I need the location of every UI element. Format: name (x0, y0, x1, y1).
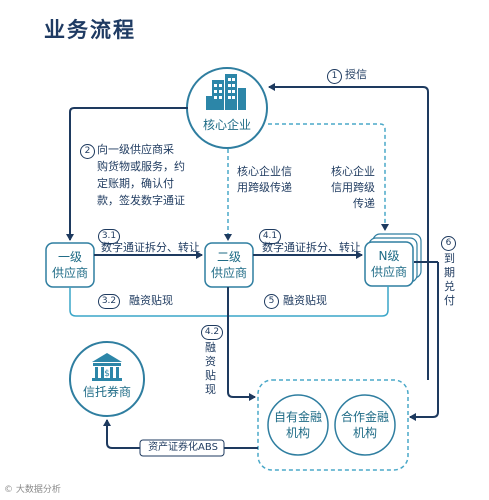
step31-number: 3.1 (98, 229, 120, 244)
step31-text: 数字通证拆分、转让 (101, 241, 200, 254)
core-label: 核心企业 (202, 118, 251, 132)
step42-text: 融 资 贴 现 (205, 341, 216, 396)
partner-fin-circle (334, 394, 396, 456)
step5-text: 融资贴现 (283, 294, 327, 307)
tierN-label: N级 供应商 (370, 249, 407, 279)
tierN-box (364, 241, 414, 287)
arrow-step2 (66, 107, 188, 241)
step41-text: 数字通证拆分、转让 (262, 241, 361, 254)
partner-fin-label: 合作金融 机构 (340, 410, 389, 440)
finance-group-box (257, 379, 409, 471)
abs-label-box (139, 439, 225, 457)
step2-text: 向一级供应商采 购货物或服务，约 定账期，确认付 款，签发数字通证 (97, 143, 185, 207)
page-title: 业务流程 (44, 18, 136, 42)
step32-number: 3.2 (98, 294, 120, 309)
step42-number: 4.2 (201, 325, 223, 340)
watermark: © 大数据分析 (4, 485, 61, 495)
own-fin-circle (267, 394, 329, 456)
tier1-label: 一级 供应商 (51, 250, 88, 280)
arrow-step1 (268, 83, 429, 380)
abs-label: 资产证券化ABS (148, 442, 218, 453)
trust-label: 信托券商 (82, 385, 131, 399)
arrow-step42 (227, 287, 256, 401)
arrow-abs (103, 419, 258, 449)
step41-number: 4.1 (259, 229, 281, 244)
bank-icon (92, 353, 122, 381)
step1-text: 授信 (345, 68, 367, 81)
step1-number: 1 (327, 69, 342, 84)
step6-text: 到 期 兑 付 (444, 252, 455, 307)
step6-number: 6 (441, 236, 456, 251)
step2-number: 2 (80, 144, 95, 159)
svg-text:$: $ (104, 369, 110, 379)
credit-transfer-left: 核心企业信 用跨级传递 (237, 165, 292, 194)
arrow-step6 (409, 262, 439, 421)
step32-text: 融资贴现 (129, 294, 173, 307)
credit-transfer-right: 核心企业 信用跨级 传递 (331, 165, 375, 210)
own-fin-label: 自有金融 机构 (273, 410, 322, 440)
step5-number: 5 (264, 294, 279, 309)
tier2-label: 二级 供应商 (210, 250, 247, 280)
dashed-credit-tierN (268, 123, 389, 231)
